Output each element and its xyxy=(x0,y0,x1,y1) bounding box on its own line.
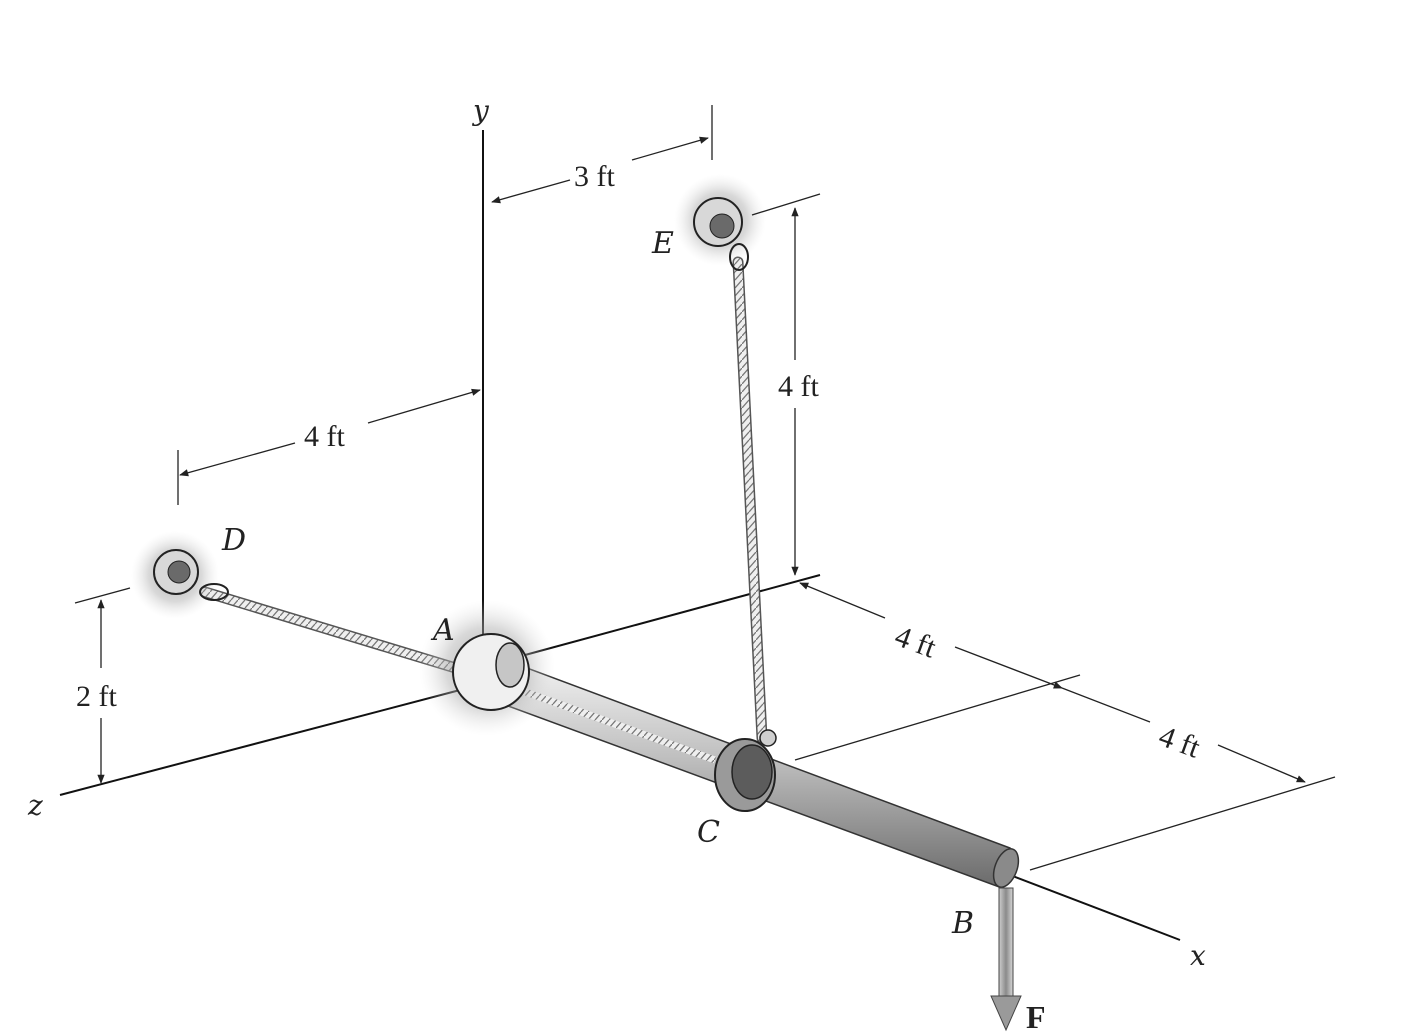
point-c-label: C xyxy=(697,815,720,850)
z-axis xyxy=(59,689,461,796)
force-label: F xyxy=(1026,999,1046,1035)
dim-d-height xyxy=(74,587,131,784)
dim-d-offset xyxy=(177,388,481,505)
dim-3ft-label: 3 ft xyxy=(574,160,615,193)
dim-d-offset-label: 4 ft xyxy=(304,420,345,453)
collar-c xyxy=(714,729,777,812)
x-axis xyxy=(1009,874,1181,941)
support-a xyxy=(419,600,555,736)
point-b-label: B xyxy=(951,906,974,941)
dim-3ft xyxy=(491,105,713,204)
anchor-e xyxy=(674,174,766,271)
anchor-d xyxy=(131,531,229,619)
y-axis-label: y xyxy=(471,94,490,127)
force-arrow-f xyxy=(990,887,1022,1032)
x-axis-rear xyxy=(524,574,821,656)
dim-e-height xyxy=(751,193,821,576)
dim-d-height-label: 2 ft xyxy=(76,680,117,713)
x-axis-label: x xyxy=(1190,939,1206,972)
dim-x-first-label: 4 ft xyxy=(891,620,941,665)
z-axis-label: z xyxy=(27,789,43,822)
dim-e-height-label: 4 ft xyxy=(778,370,819,403)
point-a-label: A xyxy=(430,613,455,648)
point-e-label: E xyxy=(651,226,674,261)
point-d-label: D xyxy=(221,523,246,558)
cable-ec xyxy=(732,256,768,744)
dim-x-second-label: 4 ft xyxy=(1155,720,1205,765)
dim-x xyxy=(794,582,1336,871)
